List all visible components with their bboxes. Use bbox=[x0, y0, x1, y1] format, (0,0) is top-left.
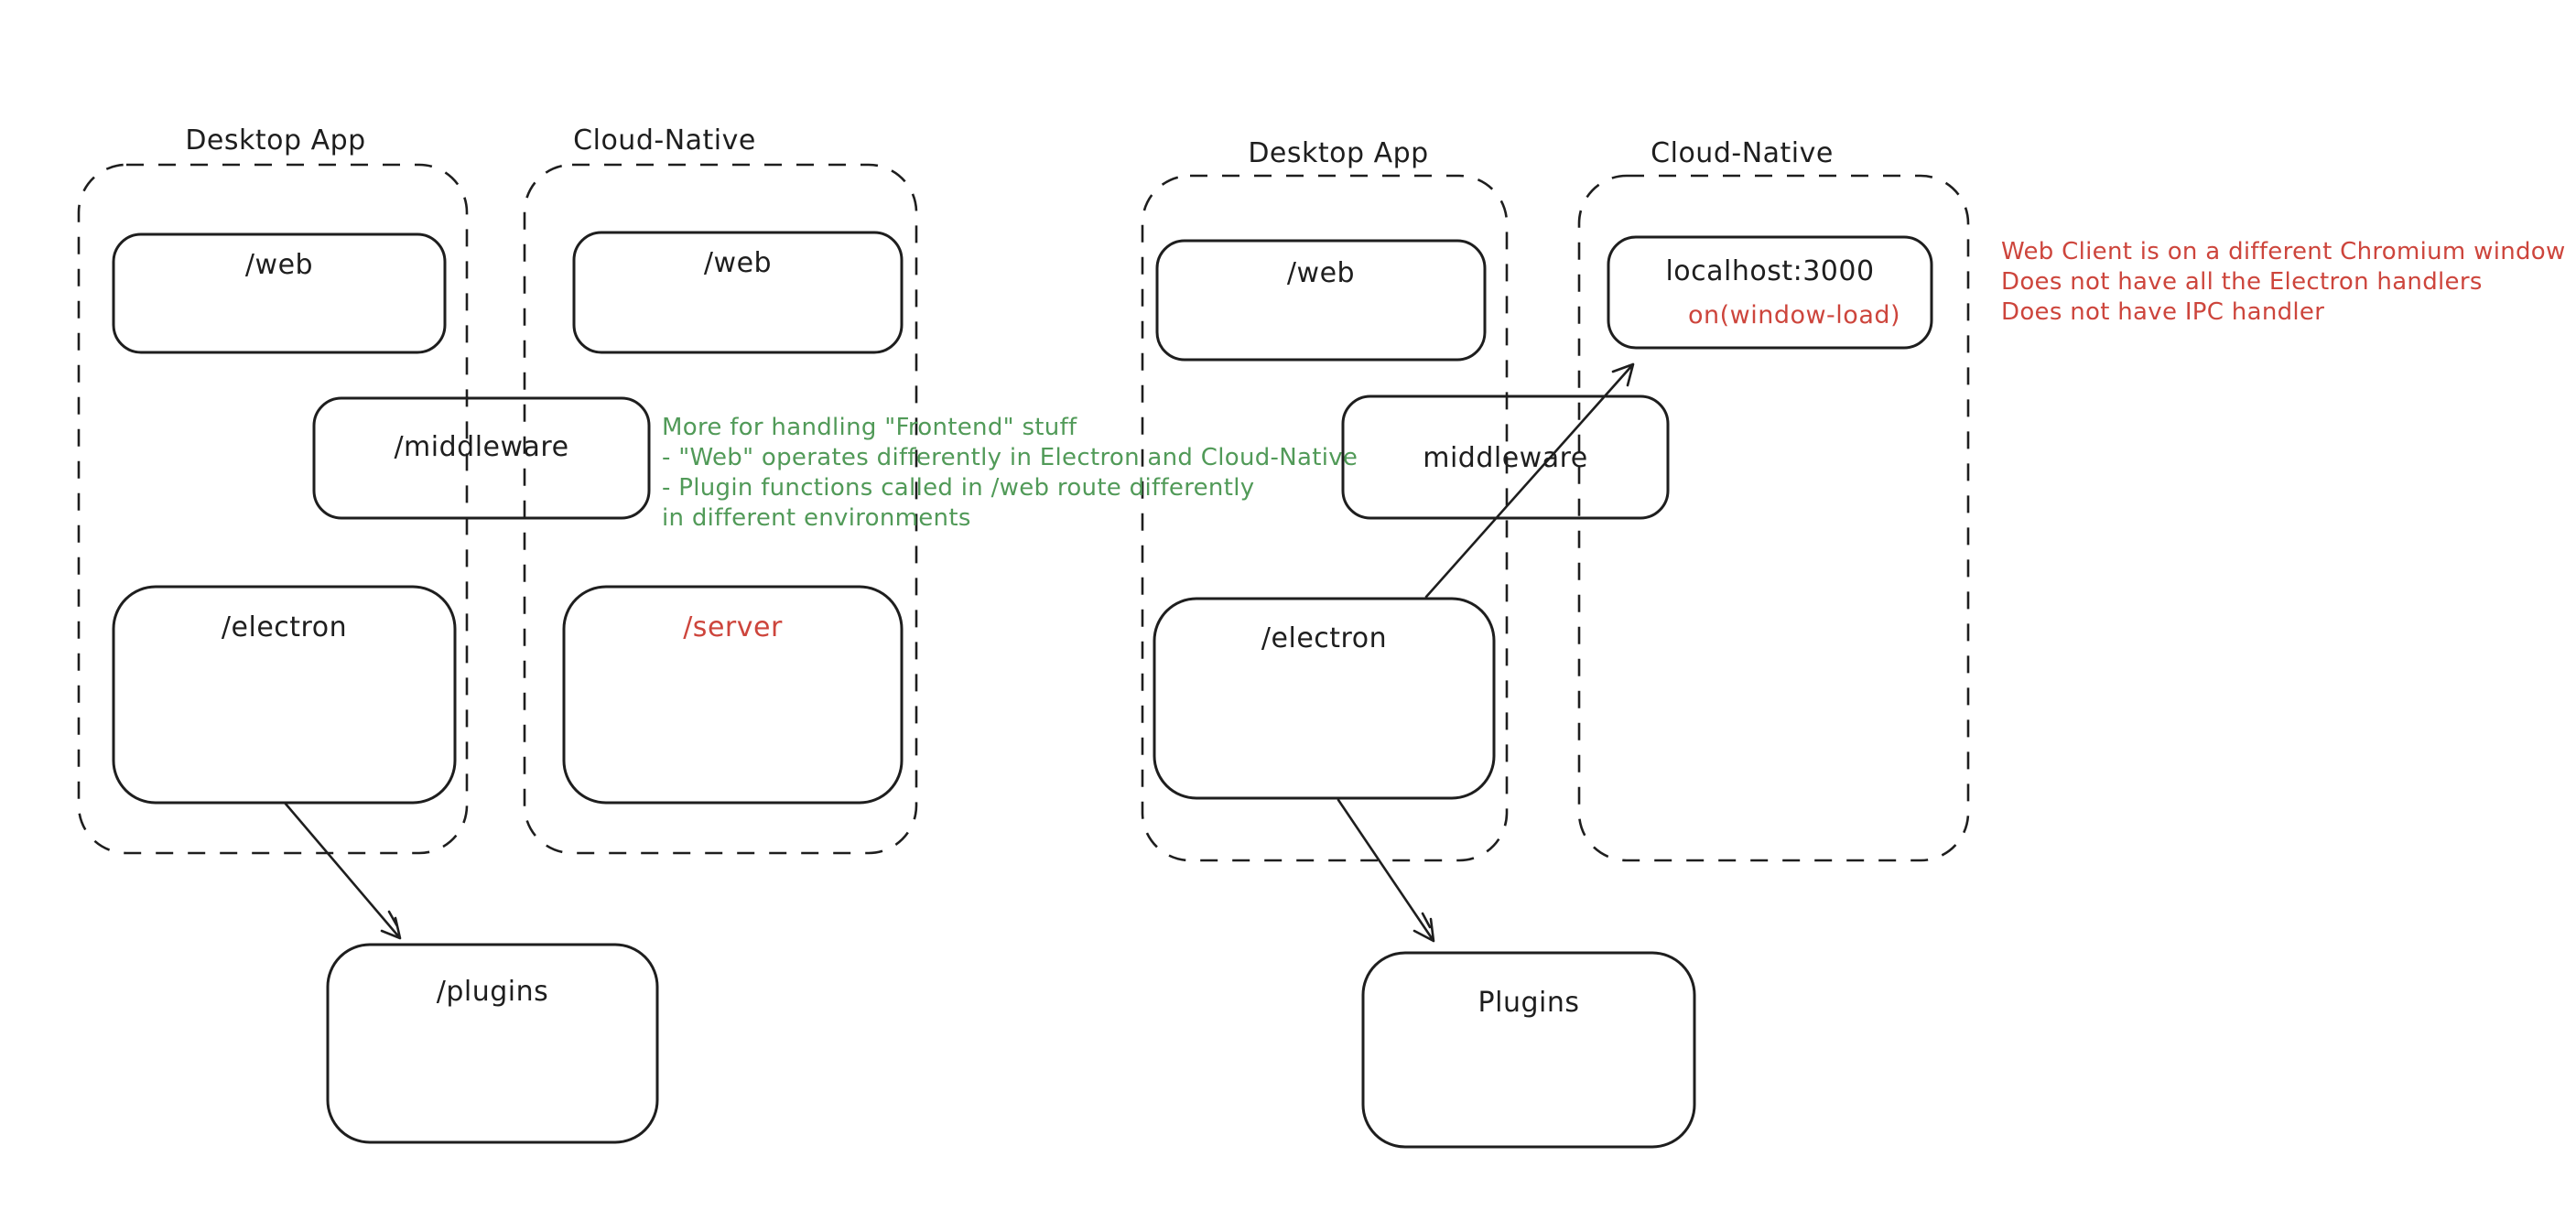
green-note-line-1: More for handling "Frontend" stuff bbox=[662, 414, 1077, 441]
left-server-box bbox=[562, 585, 904, 805]
right-middleware-box bbox=[1341, 394, 1670, 520]
left-electron-label: /electron bbox=[221, 611, 348, 643]
left-desktop-app-label: Desktop App bbox=[185, 124, 366, 157]
left-cloud-native-label: Cloud-Native bbox=[573, 124, 756, 157]
left-middleware-label: /middleware bbox=[394, 431, 569, 463]
right-web-box bbox=[1155, 239, 1487, 362]
right-cloud-native-label: Cloud-Native bbox=[1651, 137, 1834, 169]
red-note-line-1: Web Client is on a different Chromium wi… bbox=[2001, 238, 2566, 265]
arrow-electron-to-plugins-left bbox=[283, 801, 402, 940]
right-middleware-label: middleware bbox=[1423, 442, 1588, 474]
red-note-line-3: Does not have IPC handler bbox=[2001, 298, 2325, 326]
left-server-label: /server bbox=[683, 611, 783, 643]
right-plugins-label: Plugins bbox=[1477, 987, 1580, 1019]
left-cloud-native-container bbox=[523, 163, 918, 855]
right-electron-box bbox=[1153, 597, 1496, 800]
right-web-label: /web bbox=[1286, 257, 1356, 289]
left-desktop-app-container bbox=[77, 163, 469, 855]
left-web-cloud-label: /web bbox=[703, 247, 773, 279]
left-middleware-box bbox=[312, 396, 651, 520]
right-plugins-box bbox=[1361, 951, 1696, 1149]
left-plugins-box bbox=[326, 943, 659, 1144]
right-desktop-app-label: Desktop App bbox=[1248, 137, 1429, 169]
green-note-line-4: in different environments bbox=[662, 504, 971, 532]
arrow-electron-to-plugins-right bbox=[1337, 798, 1435, 943]
green-note-line-2: - "Web" operates differently in Electron… bbox=[662, 444, 1358, 471]
right-localhost-box bbox=[1607, 235, 1933, 350]
red-note-line-2: Does not have all the Electron handlers bbox=[2001, 268, 2483, 296]
left-web-desktop-label: /web bbox=[244, 249, 314, 281]
left-web-cloud-box bbox=[572, 231, 904, 354]
right-desktop-app-container bbox=[1141, 174, 1509, 862]
left-plugins-label: /plugins bbox=[436, 976, 549, 1008]
right-localhost-label: localhost:3000 bbox=[1665, 255, 1875, 287]
right-electron-label: /electron bbox=[1261, 622, 1388, 654]
right-window-load-label: on(window-load) bbox=[1687, 301, 1901, 330]
left-web-desktop-box bbox=[112, 232, 447, 354]
arrow-electron-to-localhost bbox=[1424, 362, 1635, 599]
green-note-line-3: - Plugin functions called in /web route … bbox=[662, 474, 1255, 502]
